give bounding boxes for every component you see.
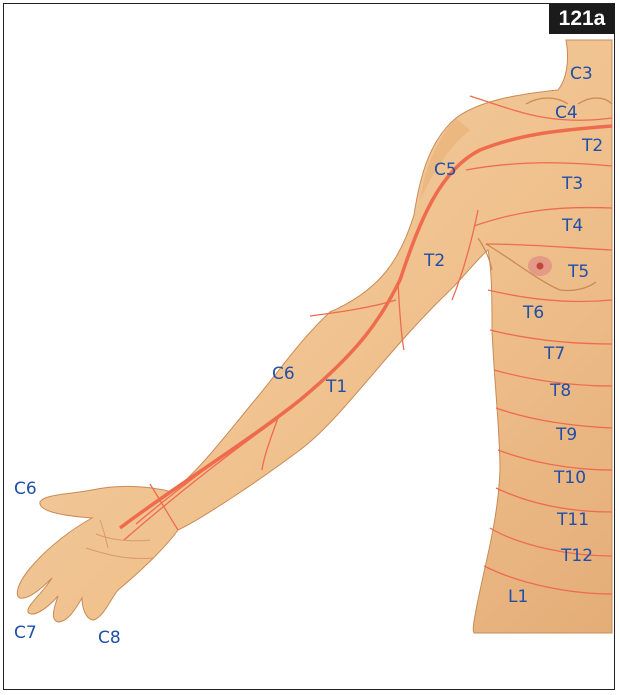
label-t2-chest: T2 (581, 136, 603, 156)
label-t9: T9 (555, 425, 577, 445)
label-t12: T12 (560, 546, 593, 566)
label-t10: T10 (553, 468, 586, 488)
label-t1: T1 (325, 377, 347, 397)
label-c3: C3 (570, 64, 593, 84)
label-c4: C4 (555, 103, 578, 123)
label-c6-thumb: C6 (14, 479, 37, 499)
label-c8: C8 (98, 628, 121, 648)
label-t5: T5 (567, 262, 589, 282)
label-t8: T8 (549, 381, 571, 401)
label-t6: T6 (522, 303, 544, 323)
label-t3: T3 (561, 174, 583, 194)
label-c5: C5 (434, 160, 457, 180)
label-c7: C7 (14, 623, 37, 643)
label-l1: L1 (508, 587, 528, 607)
label-t11: T11 (556, 510, 589, 530)
label-c6-arm: C6 (272, 364, 295, 384)
label-t7: T7 (543, 344, 565, 364)
label-t2-arm: T2 (423, 251, 445, 271)
nipple (537, 263, 544, 270)
label-t4: T4 (561, 216, 583, 236)
